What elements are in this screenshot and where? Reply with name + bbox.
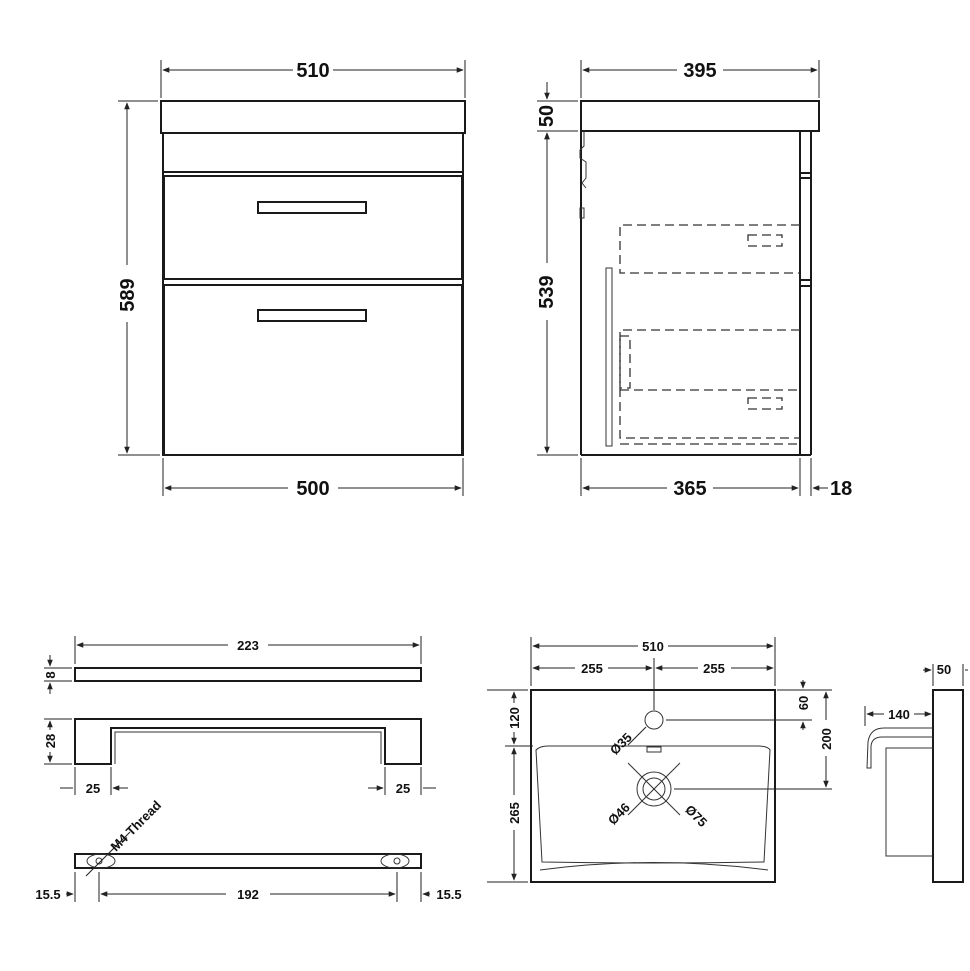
handle-thickness-label: 8 xyxy=(43,671,58,678)
waste-inner-diameter-label: Ø46 xyxy=(605,800,633,828)
basin-bowl xyxy=(535,745,771,864)
basin-side-outline xyxy=(932,689,964,883)
handle-centres-label: 192 xyxy=(237,887,259,902)
basin-tap-offset-label: 120 xyxy=(507,707,522,729)
basin-half-left-label: 255 xyxy=(581,661,603,676)
basin-half-right-label: 255 xyxy=(703,661,725,676)
handle-front-view xyxy=(74,718,422,765)
handle-top-view xyxy=(74,667,422,682)
basin-side-thickness-label: 50 xyxy=(937,662,951,677)
basin-waste-offset-label: 200 xyxy=(819,728,834,750)
tap-hole-diameter-label: Ø35 xyxy=(607,730,635,758)
front-top-width-label: 510 xyxy=(296,60,329,82)
side-basin-top xyxy=(580,100,820,132)
m4-thread-hole-right xyxy=(393,857,401,865)
lower-drawer-hidden xyxy=(619,329,800,439)
handle-end-left-label: 15.5 xyxy=(35,887,60,902)
basin-side-bowl xyxy=(866,727,933,769)
basin-outer-outline xyxy=(530,689,776,883)
side-top-thickness-label: 50 xyxy=(536,105,558,127)
side-body-height-label: 539 xyxy=(536,275,558,308)
upper-drawer xyxy=(163,175,463,280)
waste-outer xyxy=(636,771,672,807)
waste-inner xyxy=(642,777,666,801)
handle-end-right-label: 15.5 xyxy=(436,887,461,902)
lower-drawer xyxy=(163,284,463,456)
handle-bottom-view xyxy=(74,853,422,869)
door-thickness-label: 18 xyxy=(830,478,852,500)
basin-tap-hole-offset-label: 60 xyxy=(796,696,811,710)
tap-hole xyxy=(644,710,664,730)
cabinet-front-view: 510 589 500 xyxy=(117,60,466,500)
handle-detail: 223 8 28 25 25 M4 Thread xyxy=(35,636,462,902)
waste-outer-diameter-label: Ø75 xyxy=(682,802,710,830)
handle-offset-left-label: 25 xyxy=(86,781,100,796)
lower-drawer-handle xyxy=(257,309,367,322)
handle-length-label: 223 xyxy=(237,638,259,653)
side-depth-label: 395 xyxy=(683,60,716,82)
basin-top-outline xyxy=(160,100,466,134)
side-body-depth-label: 365 xyxy=(673,478,706,500)
upper-drawer-handle xyxy=(257,201,367,214)
basin-width-label: 510 xyxy=(642,639,664,654)
basin-plan-view: 510 255 255 120 265 60 200 Ø35 Ø46 Ø75 xyxy=(487,637,834,883)
upper-drawer-hidden xyxy=(619,224,800,274)
handle-height-label: 28 xyxy=(43,734,58,748)
front-height-label: 589 xyxy=(117,278,139,311)
overflow-slot xyxy=(646,746,662,753)
m4-thread-hole-left xyxy=(95,857,103,865)
waste-trap xyxy=(579,131,587,189)
handle-offset-right-label: 25 xyxy=(396,781,410,796)
cabinet-side-view: 395 50 539 365 18 xyxy=(536,60,852,500)
thread-label: M4 Thread xyxy=(108,798,165,855)
basin-bowl-depth-label: 265 xyxy=(507,802,522,824)
front-base-width-label: 500 xyxy=(296,478,329,500)
basin-side-depth-label: 140 xyxy=(888,707,910,722)
basin-side-view: 50 140 xyxy=(864,662,968,883)
cabinet-body-outline xyxy=(162,132,464,456)
